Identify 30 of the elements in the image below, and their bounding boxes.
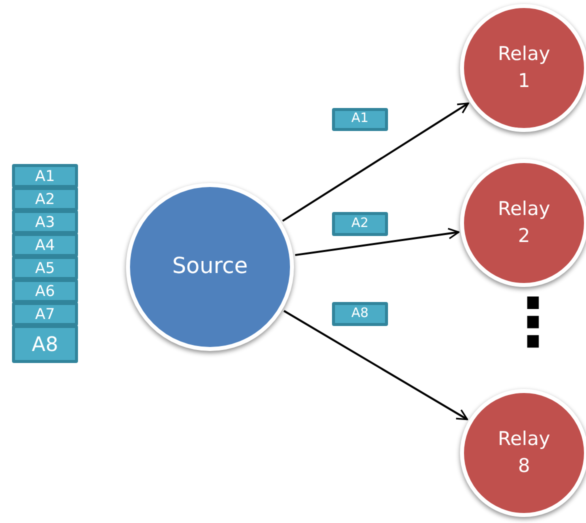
arrow [283,310,468,420]
relay-label: Relay 2 [496,197,552,249]
packet-label: A4 [35,234,55,256]
packet-label: A5 [35,258,55,278]
ellipsis-mark: ⋮ [500,290,548,356]
packet-box [12,210,78,234]
packet-label: A3 [35,212,55,232]
packet-box [332,302,388,326]
packet-label: A2 [35,188,55,210]
relay-label: Relay 1 [496,42,552,94]
packet-label: A2 [351,214,369,233]
packet-box [12,187,78,211]
packet-label: A1 [351,110,369,128]
packet-box [332,108,388,131]
packet-box [332,212,388,236]
source-label: Source [172,252,248,281]
packet-label: A8 [32,331,58,358]
packet-box [12,325,78,363]
packet-box [12,302,78,326]
packet-box [12,164,78,188]
packet-label: A1 [35,166,55,186]
relay-label: Relay 8 [496,427,552,479]
packet-box [12,256,78,280]
arrow [282,102,470,222]
arrow [295,228,460,256]
packet-box [12,279,78,303]
packet-label: A8 [351,304,369,323]
packet-box [12,233,78,257]
packet-label: A7 [35,304,55,324]
packet-label: A6 [35,280,55,302]
